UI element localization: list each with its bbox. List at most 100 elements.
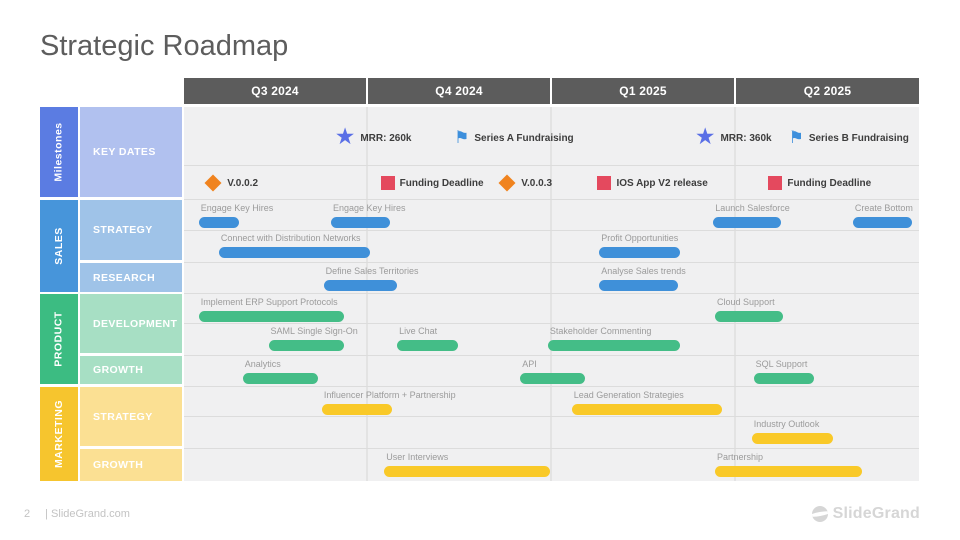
task-bar bbox=[751, 433, 833, 444]
task-bar bbox=[198, 217, 240, 228]
category-label: MARKETING bbox=[53, 399, 65, 469]
square-icon bbox=[768, 176, 783, 190]
diamond-icon bbox=[498, 174, 516, 192]
milestone: V.0.0.3 bbox=[498, 172, 552, 194]
milestone-label: Funding Deadline bbox=[399, 177, 484, 189]
task-bar bbox=[852, 217, 912, 228]
task-bar bbox=[218, 247, 370, 258]
task-bar bbox=[715, 311, 784, 322]
row-gridline bbox=[184, 165, 919, 166]
page-number: 2 bbox=[24, 508, 31, 520]
milestone-label: IOS App V2 release bbox=[616, 177, 708, 189]
category-cell-sales: SALES bbox=[40, 200, 78, 292]
star-icon: ★ bbox=[334, 123, 356, 149]
milestone-label: MRR: 360k bbox=[720, 132, 772, 144]
footer: 2 | SlideGrand.com bbox=[24, 508, 130, 520]
task-label: Create Bottom bbox=[854, 203, 913, 213]
milestone-label: V.0.0.3 bbox=[521, 177, 553, 189]
column-header-q1-2025: Q1 2025 bbox=[552, 78, 734, 104]
milestone-label: Series A Fundraising bbox=[474, 132, 574, 144]
category-cell-product: PRODUCT bbox=[40, 294, 78, 384]
column-gridline bbox=[734, 107, 736, 481]
milestone: IOS App V2 release bbox=[597, 172, 708, 194]
column-gridline bbox=[366, 107, 368, 481]
row-gridline bbox=[184, 355, 919, 356]
page-title: Strategic Roadmap bbox=[40, 30, 289, 62]
row-gridline bbox=[184, 262, 919, 263]
slidegrand-logo-icon bbox=[811, 506, 828, 522]
task-label: Profit Opportunities bbox=[601, 233, 679, 243]
task-label: Analytics bbox=[244, 359, 281, 369]
row-gridline bbox=[184, 323, 919, 324]
category-cell-milestones: Milestones bbox=[40, 107, 78, 197]
task-label: Define Sales Territories bbox=[325, 266, 419, 276]
task-bar bbox=[571, 404, 723, 415]
column-header-q2-2025: Q2 2025 bbox=[736, 78, 919, 104]
task-bar bbox=[715, 466, 863, 477]
row-header-growth: GROWTH bbox=[80, 356, 182, 384]
task-bar bbox=[323, 280, 398, 291]
category-label: SALES bbox=[52, 227, 65, 265]
task-label: Engage Key Hires bbox=[333, 203, 406, 213]
square-icon bbox=[380, 176, 395, 190]
row-gridline bbox=[184, 416, 919, 417]
milestone: ⚑ Series B Fundraising bbox=[789, 127, 909, 149]
row-gridline bbox=[184, 199, 919, 200]
row-gridline bbox=[184, 448, 919, 449]
task-bar bbox=[331, 217, 390, 228]
task-label: Live Chat bbox=[399, 326, 438, 336]
task-bar bbox=[384, 466, 550, 477]
task-label: Influencer Platform + Partnership bbox=[323, 390, 456, 400]
task-bar bbox=[321, 404, 392, 415]
row-header-strategy: STRATEGY bbox=[80, 387, 182, 446]
brand-name: SlideGrand bbox=[832, 505, 920, 522]
row-header-development: DEVELOPMENT bbox=[80, 294, 182, 353]
column-header-q4-2024: Q4 2024 bbox=[368, 78, 550, 104]
flag-icon: ⚑ bbox=[788, 127, 804, 147]
task-bar bbox=[599, 247, 681, 258]
task-bar bbox=[242, 373, 319, 384]
task-label: Analyse Sales trends bbox=[601, 266, 686, 276]
milestone: ★ MRR: 360k bbox=[694, 123, 772, 149]
star-icon: ★ bbox=[694, 123, 716, 149]
row-header-strategy: STRATEGY bbox=[80, 200, 182, 260]
row-header-growth: GROWTH bbox=[80, 449, 182, 481]
task-label: Implement ERP Support Protocols bbox=[200, 297, 338, 307]
diamond-icon bbox=[204, 174, 222, 192]
task-label: SAML Single Sign-On bbox=[270, 326, 358, 336]
category-label: Milestones bbox=[53, 122, 66, 182]
brand-logo: SlideGrand bbox=[811, 505, 920, 523]
task-bar bbox=[753, 373, 815, 384]
milestone-label: V.0.0.2 bbox=[227, 177, 259, 189]
task-bar bbox=[268, 340, 344, 351]
category-cell-marketing: MARKETING bbox=[40, 387, 78, 481]
footer-site: | SlideGrand.com bbox=[45, 508, 130, 520]
task-label: API bbox=[522, 359, 537, 369]
task-bar bbox=[713, 217, 782, 228]
row-gridline bbox=[184, 230, 919, 231]
task-label: Cloud Support bbox=[717, 297, 775, 307]
row-gridline bbox=[184, 386, 919, 387]
milestone: Funding Deadline bbox=[380, 172, 484, 194]
milestone-label: Series B Fundraising bbox=[808, 132, 909, 144]
column-header-q3-2024: Q3 2024 bbox=[184, 78, 366, 104]
task-label: Lead Generation Strategies bbox=[573, 390, 684, 400]
task-label: Engage Key Hires bbox=[200, 203, 274, 213]
category-label: PRODUCT bbox=[53, 311, 66, 367]
milestone: ⚑ Series A Fundraising bbox=[454, 127, 574, 149]
row-gridline bbox=[184, 293, 919, 294]
task-label: Industry Outlook bbox=[753, 419, 820, 429]
task-bar bbox=[520, 373, 585, 384]
task-label: SQL Support bbox=[755, 359, 808, 369]
task-label: User Interviews bbox=[386, 452, 449, 462]
task-bar bbox=[547, 340, 681, 351]
milestone-label: MRR: 260k bbox=[360, 132, 412, 144]
milestone: ★ MRR: 260k bbox=[334, 123, 412, 149]
flag-icon: ⚑ bbox=[454, 127, 470, 147]
task-bar bbox=[198, 311, 344, 322]
square-icon bbox=[597, 176, 612, 190]
task-label: Connect with Distribution Networks bbox=[220, 233, 361, 243]
row-header-key-dates: KEY DATES bbox=[80, 107, 182, 197]
task-bar bbox=[397, 340, 458, 351]
